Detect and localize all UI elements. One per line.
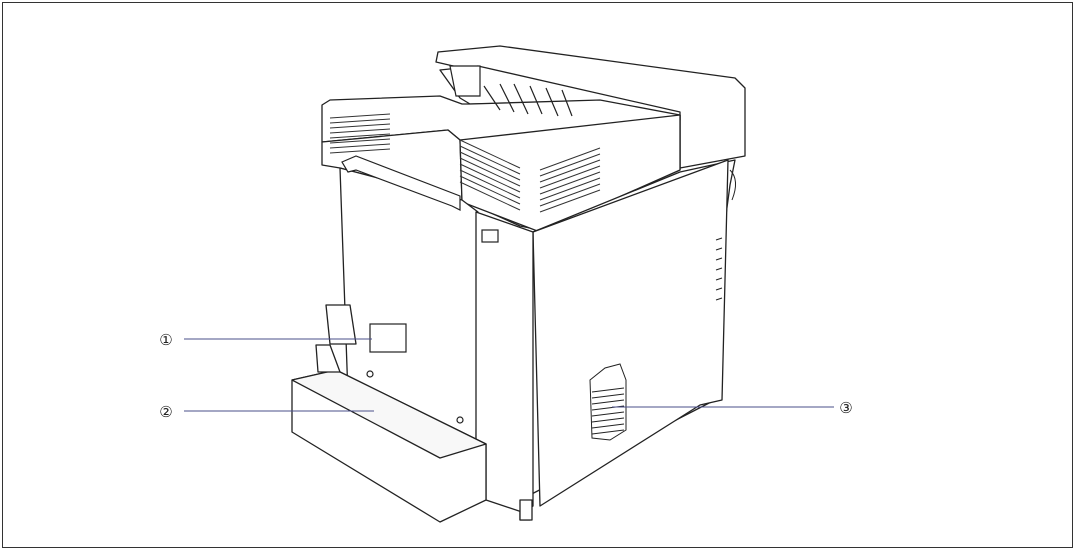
right-edge-grille [715, 169, 736, 301]
label-plate [369, 323, 407, 353]
left-tab-lower [315, 344, 341, 373]
screw-hole-2 [456, 416, 464, 424]
printer-side-panel [532, 159, 729, 507]
duplex-unit-top [291, 369, 487, 459]
side-slot [481, 229, 499, 243]
top-vents [329, 113, 601, 213]
screw-hole-1 [366, 370, 374, 378]
callout-1-label: ① [159, 331, 172, 349]
left-tab [325, 304, 357, 345]
callout-3-label: ③ [839, 399, 852, 417]
tray-rollers [449, 65, 573, 117]
base-block [519, 499, 533, 521]
callout-2-label: ② [159, 403, 172, 421]
rear-handle [341, 155, 461, 211]
side-vent-louver [589, 363, 627, 441]
